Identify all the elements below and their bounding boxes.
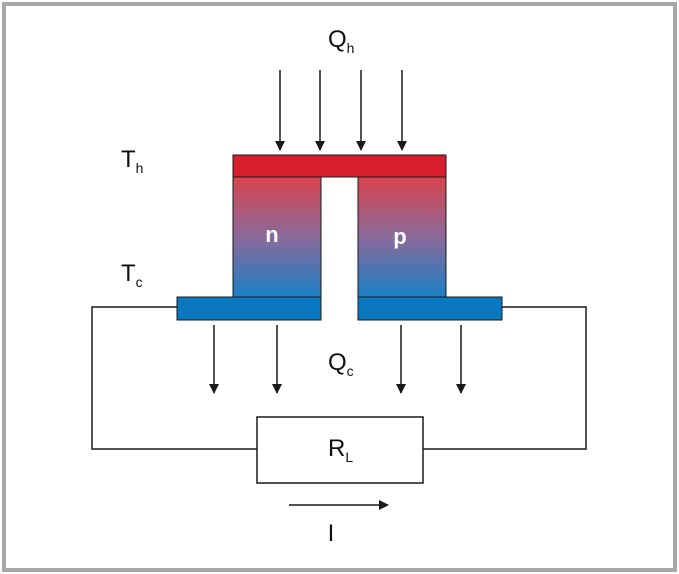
p-type-leg (357, 176, 447, 298)
current-label: I (328, 520, 335, 547)
heat-out-arrows (209, 325, 466, 394)
t-hot-label: Th (121, 146, 143, 176)
load-label: RL (328, 435, 353, 465)
load-resistor (256, 416, 424, 484)
circuit-wire (91, 306, 587, 450)
q-cold-label: Qc (328, 349, 354, 379)
heat-in-arrows (275, 70, 407, 151)
q-hot-label: Qh (328, 26, 354, 56)
cold-plate-right (357, 296, 503, 321)
t-cold-label: Tc (121, 260, 143, 290)
n-leg-label: n (265, 222, 278, 247)
p-leg-label: p (393, 224, 406, 249)
cold-plate-left (176, 296, 322, 321)
hot-plate (232, 154, 447, 178)
